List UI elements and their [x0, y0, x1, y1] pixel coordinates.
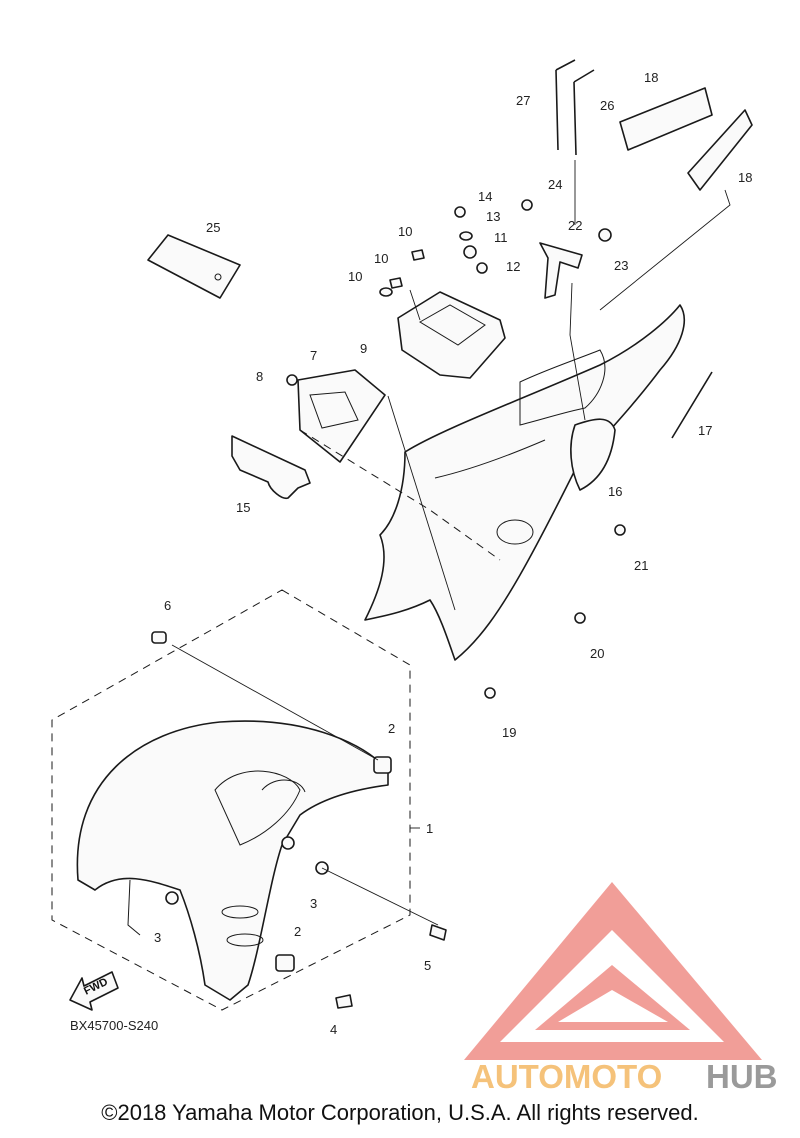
callout-4: 4 — [330, 1022, 337, 1037]
callout-24: 24 — [548, 177, 562, 192]
callout-18a: 18 — [644, 70, 658, 85]
automotohub-logo: AUTOMOTO HUB — [464, 882, 778, 1095]
callout-3a: 3 — [310, 896, 317, 911]
callout-25: 25 — [206, 220, 220, 235]
callout-23: 23 — [614, 258, 628, 273]
callout-26: 26 — [600, 98, 614, 113]
callout-16: 16 — [608, 484, 622, 499]
callout-labels: 1 2 2 3 3 4 5 6 7 8 9 10 10 10 11 12 13 … — [154, 70, 752, 1037]
part-22-bracket — [539, 242, 583, 299]
callout-27: 27 — [516, 93, 530, 108]
callout-15: 15 — [236, 500, 250, 515]
fwd-arrow-icon: FWD — [69, 971, 119, 1011]
callout-18b: 18 — [738, 170, 752, 185]
callout-17: 17 — [698, 423, 712, 438]
part-25-pad — [147, 234, 241, 299]
fasteners — [151, 199, 626, 1009]
diagram-code: BX45700-S240 — [70, 1018, 158, 1033]
part-7-cover — [297, 369, 386, 463]
callout-14: 14 — [478, 189, 492, 204]
callout-2a: 2 — [388, 721, 395, 736]
callout-10b: 10 — [374, 251, 388, 266]
part-17-strip — [671, 371, 713, 439]
callout-5: 5 — [424, 958, 431, 973]
part-18-pad-a — [619, 87, 713, 151]
part-27-wire — [555, 59, 576, 151]
assembly-outline — [51, 589, 411, 1011]
callout-6: 6 — [164, 598, 171, 613]
part-9-box — [397, 291, 506, 379]
part-15-plate — [231, 435, 311, 500]
leader-lines — [171, 160, 731, 926]
callout-22: 22 — [568, 218, 582, 233]
callout-13: 13 — [486, 209, 500, 224]
callout-10a: 10 — [398, 224, 412, 239]
part-18-pad-b — [687, 109, 753, 191]
callout-2b: 2 — [294, 924, 301, 939]
callout-11: 11 — [494, 230, 508, 245]
callout-8: 8 — [256, 369, 263, 384]
watermark-text-a: AUTOMOTO — [471, 1058, 662, 1095]
side-cowling — [364, 304, 685, 661]
callout-7: 7 — [310, 348, 317, 363]
parts-diagram: AUTOMOTO HUB — [51, 59, 778, 1095]
callout-10c: 10 — [348, 269, 362, 284]
callout-19: 19 — [502, 725, 516, 740]
front-fender — [76, 720, 389, 1001]
callout-9: 9 — [360, 341, 367, 356]
copyright-notice: ©2018 Yamaha Motor Corporation, U.S.A. A… — [101, 1100, 699, 1125]
watermark-text-b: HUB — [706, 1058, 778, 1095]
part-26-wire — [573, 69, 595, 156]
callout-20: 20 — [590, 646, 604, 661]
callout-1: 1 — [426, 821, 433, 836]
callout-12: 12 — [506, 259, 520, 274]
callout-3b: 3 — [154, 930, 161, 945]
callout-21: 21 — [634, 558, 648, 573]
